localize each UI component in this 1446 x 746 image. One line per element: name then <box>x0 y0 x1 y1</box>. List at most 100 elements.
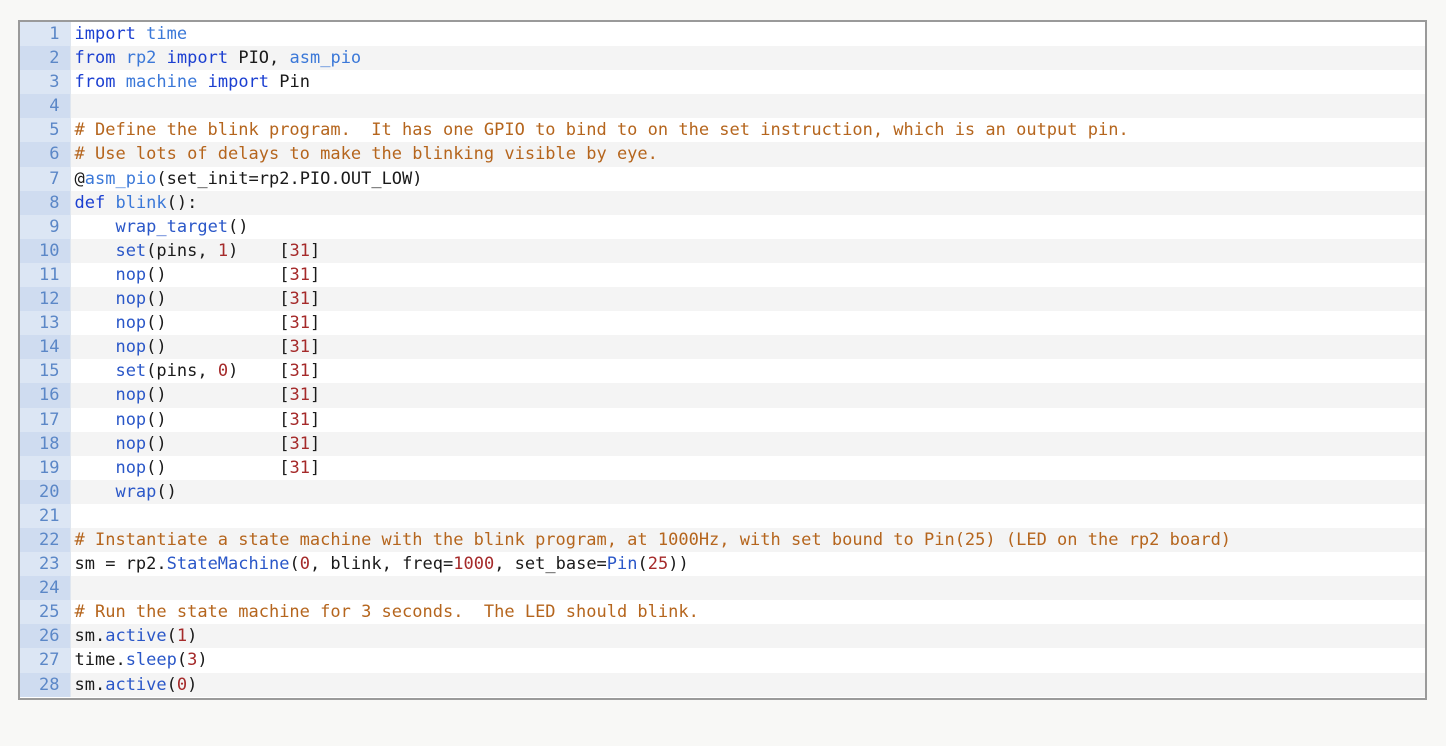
token-fn: active <box>105 626 167 647</box>
code-line[interactable]: 11 nop() [31] <box>20 262 1425 288</box>
code-line-content[interactable]: nop() [31] <box>70 456 1425 480</box>
token-num: 31 <box>289 240 310 261</box>
code-line-content[interactable]: nop() [31] <box>70 311 1425 335</box>
code-line-content[interactable]: sm.active(0) <box>70 673 1425 697</box>
code-line[interactable]: 7@asm_pio(set_init=rp2.PIO.OUT_LOW) <box>20 166 1425 191</box>
token-kw: import <box>207 72 270 93</box>
token-plain: (pins, <box>146 361 218 382</box>
token-plain: sm = rp2. <box>74 554 167 575</box>
line-number: 10 <box>20 238 71 263</box>
token-plain: () [ <box>146 264 290 285</box>
token-plain: ) <box>197 650 208 671</box>
code-line[interactable]: 17 nop() [31] <box>20 407 1425 432</box>
code-line-content[interactable]: set(pins, 1) [31] <box>70 239 1425 263</box>
code-line-content[interactable]: nop() [31] <box>70 335 1425 359</box>
code-line-content[interactable]: nop() [31] <box>70 432 1425 456</box>
code-line-content[interactable]: wrap() <box>70 480 1425 504</box>
line-number: 19 <box>20 455 71 480</box>
token-comment: # Define the blink program. It has one G… <box>74 120 1129 141</box>
line-number: 23 <box>20 552 71 577</box>
token-plain <box>105 193 115 213</box>
code-line-content[interactable]: time.sleep(3) <box>70 648 1425 672</box>
code-line-content[interactable]: nop() [31] <box>70 287 1425 311</box>
code-line[interactable]: 9 wrap_target() <box>20 214 1425 239</box>
code-line[interactable]: 24 <box>20 576 1425 601</box>
line-number: 16 <box>20 383 71 408</box>
code-line-content[interactable]: nop() [31] <box>70 408 1425 432</box>
token-kw: from <box>74 72 116 93</box>
code-line[interactable]: 16 nop() [31] <box>20 383 1425 408</box>
token-plain: () [ <box>146 457 290 478</box>
line-number: 9 <box>20 214 71 239</box>
code-line[interactable]: 15 set(pins, 0) [31] <box>20 359 1425 384</box>
line-number: 28 <box>20 672 71 697</box>
code-line-content[interactable]: import time <box>70 22 1425 46</box>
token-fn: nop <box>115 337 147 358</box>
token-plain: ] <box>309 361 321 382</box>
token-name: machine <box>125 72 198 93</box>
code-line[interactable]: 6# Use lots of delays to make the blinki… <box>20 142 1425 167</box>
token-plain <box>75 434 116 454</box>
code-line-content[interactable] <box>70 94 1425 118</box>
token-num: 31 <box>289 457 310 478</box>
code-line-content[interactable]: # Run the state machine for 3 seconds. T… <box>70 600 1425 624</box>
code-line-content[interactable]: sm = rp2.StateMachine(0, blink, freq=100… <box>70 552 1425 576</box>
code-line[interactable]: 22# Instantiate a state machine with the… <box>20 527 1425 553</box>
code-line[interactable]: 4 <box>20 94 1425 119</box>
token-plain <box>156 48 166 68</box>
code-line[interactable]: 13 nop() [31] <box>20 311 1425 336</box>
token-plain: time. <box>74 650 126 671</box>
code-line-content[interactable] <box>70 504 1425 528</box>
token-plain <box>75 482 116 502</box>
code-line[interactable]: 20 wrap() <box>20 479 1425 504</box>
code-line-content[interactable] <box>70 576 1425 600</box>
token-plain <box>75 458 116 478</box>
token-num: 0 <box>299 554 310 575</box>
code-line-content[interactable]: set(pins, 0) [31] <box>70 359 1425 383</box>
code-line-content[interactable]: from rp2 import PIO, asm_pio <box>70 46 1425 70</box>
code-line[interactable]: 5# Define the blink program. It has one … <box>20 118 1425 143</box>
code-line-content[interactable]: @asm_pio(set_init=rp2.PIO.OUT_LOW) <box>70 167 1425 191</box>
code-line[interactable]: 10 set(pins, 1) [31] <box>20 238 1425 263</box>
token-plain: Pin <box>269 72 310 93</box>
code-line-content[interactable]: def blink(): <box>70 191 1425 215</box>
token-plain: ] <box>309 433 321 454</box>
token-plain: ( <box>637 554 648 575</box>
line-number: 12 <box>20 287 71 312</box>
token-plain: ] <box>309 385 321 406</box>
code-line-content[interactable]: nop() [31] <box>70 263 1425 287</box>
code-line-content[interactable]: from machine import Pin <box>70 70 1425 94</box>
token-plain: PIO, <box>228 48 290 69</box>
code-line-content[interactable]: # Instantiate a state machine with the b… <box>70 528 1425 552</box>
code-line[interactable]: 18 nop() [31] <box>20 431 1425 456</box>
token-comment: # Instantiate a state machine with the b… <box>74 529 1232 550</box>
token-plain: () [ <box>146 337 290 358</box>
code-line-content[interactable]: # Define the blink program. It has one G… <box>70 118 1425 142</box>
code-line[interactable]: 21 <box>20 503 1425 528</box>
token-kw: from <box>74 48 116 69</box>
line-number: 17 <box>20 407 71 432</box>
code-line-content[interactable]: wrap_target() <box>70 215 1425 239</box>
token-plain: (set_init=rp2.PIO.OUT_LOW) <box>156 168 423 189</box>
code-line[interactable]: 12 nop() [31] <box>20 287 1425 312</box>
line-number: 3 <box>20 70 71 95</box>
code-line[interactable]: 25# Run the state machine for 3 seconds.… <box>20 600 1425 625</box>
code-line[interactable]: 14 nop() [31] <box>20 335 1425 360</box>
line-number: 1 <box>20 22 71 47</box>
code-line-content[interactable]: sm.active(1) <box>70 624 1425 648</box>
token-plain <box>75 313 116 333</box>
line-number: 7 <box>20 166 71 191</box>
code-line-content[interactable]: nop() [31] <box>70 383 1425 407</box>
code-line-content[interactable]: # Use lots of delays to make the blinkin… <box>70 142 1425 166</box>
code-line[interactable]: 19 nop() [31] <box>20 455 1425 480</box>
token-plain: sm. <box>74 626 106 647</box>
